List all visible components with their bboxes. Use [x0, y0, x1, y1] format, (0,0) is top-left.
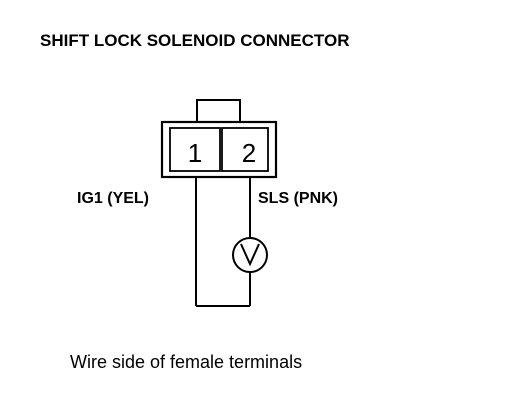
connector-housing [160, 120, 278, 179]
diagram-title: SHIFT LOCK SOLENOID CONNECTOR [40, 31, 350, 50]
voltmeter-icon [232, 237, 268, 273]
sls-wire-label: SLS (PNK) [258, 190, 338, 207]
connector-lock-tab [196, 99, 241, 122]
terminal-cavity-1 [169, 127, 221, 172]
terminal-cavity-2 [221, 127, 269, 172]
diagram-caption: Wire side of female terminals [70, 352, 303, 372]
ig1-wire-label: IG1 (YEL) [77, 190, 150, 207]
terminal-number-1: 1 [188, 138, 202, 168]
terminal-number-2: 2 [242, 138, 256, 168]
